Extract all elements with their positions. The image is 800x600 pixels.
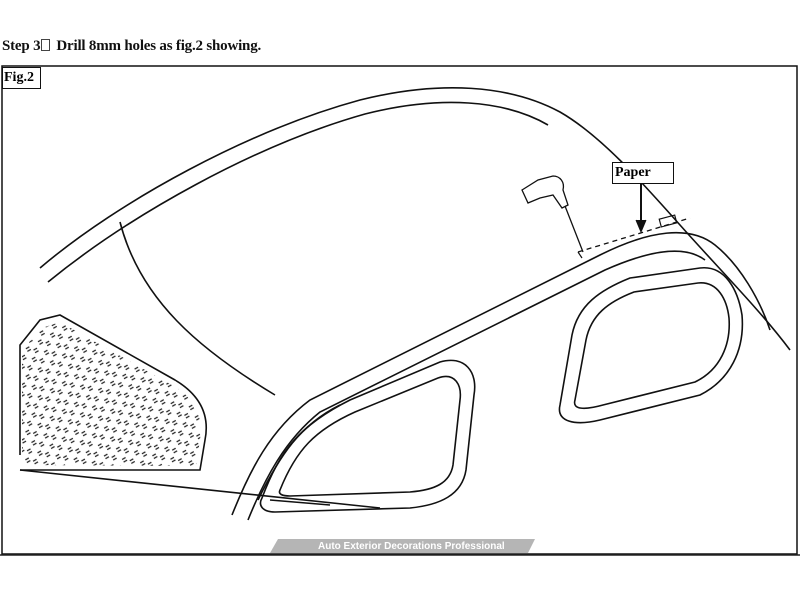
roof-outline xyxy=(19,87,791,521)
watermark-band xyxy=(270,539,535,553)
missing-glyph-box xyxy=(41,39,51,51)
figure-label: Fig.2 xyxy=(2,67,41,89)
textured-rear-panel xyxy=(22,322,201,466)
step-instruction: Step 3 Drill 8mm holes as fig.2 showing. xyxy=(2,38,261,55)
figure-frame xyxy=(1,65,798,555)
step-text: Drill 8mm holes as fig.2 showing. xyxy=(56,38,262,54)
watermark-text: Auto Exterior Decorations Professional xyxy=(318,541,505,552)
step-label: Step 3 xyxy=(2,38,41,54)
paper-callout: Paper xyxy=(612,162,674,184)
paper-template xyxy=(577,183,691,259)
drill-icon xyxy=(521,175,584,253)
